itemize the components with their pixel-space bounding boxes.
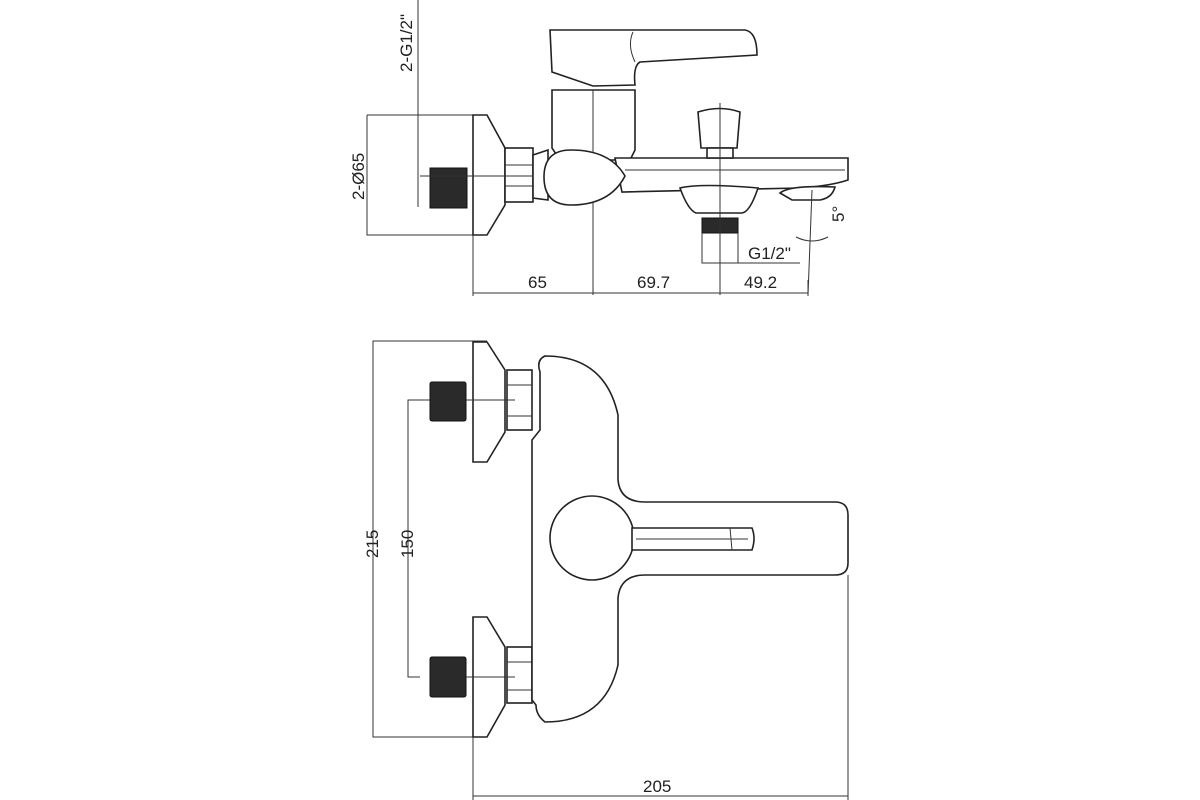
diverter-knob xyxy=(697,107,741,149)
wall-flange xyxy=(472,114,506,236)
aerator xyxy=(778,185,837,201)
angle-arc xyxy=(795,236,829,242)
dim-label-205: 205 xyxy=(643,777,671,796)
dim-label-215: 215 xyxy=(363,530,382,558)
spacing-dimension xyxy=(407,399,430,678)
dim-label-69-7: 69.7 xyxy=(637,273,670,292)
height-dimension xyxy=(372,340,487,738)
shower-outlet-boss xyxy=(678,184,760,214)
lower-nut xyxy=(506,646,533,704)
flange-diameter-label: 2-Ø65 xyxy=(349,153,368,200)
upper-inlet-thread xyxy=(429,381,467,422)
lever-handle xyxy=(549,29,758,87)
side-view: G1/2" 5° 65 69.7 49.2 2-Ø65 2-G1/2" xyxy=(349,0,849,296)
upper-wall-flange xyxy=(472,341,506,463)
horizontal-dimension-line xyxy=(472,235,809,296)
depth-dimension xyxy=(472,575,849,800)
dim-label-150: 150 xyxy=(398,530,417,558)
spout-angle-label: 5° xyxy=(829,206,848,222)
front-view: 215 150 205 xyxy=(363,340,849,800)
dim-label-65: 65 xyxy=(528,273,547,292)
mixer-sphere xyxy=(543,149,626,206)
connector-nut xyxy=(504,147,534,203)
flange-extension-lines xyxy=(366,114,487,236)
outlet-thread-label: G1/2" xyxy=(748,244,791,263)
dim-label-49-2: 49.2 xyxy=(744,273,777,292)
inlet-thread-label: 2-G1/2" xyxy=(397,14,416,72)
inlet-thread xyxy=(429,167,468,209)
handle-disc xyxy=(549,495,635,581)
lower-inlet-thread xyxy=(429,656,467,698)
